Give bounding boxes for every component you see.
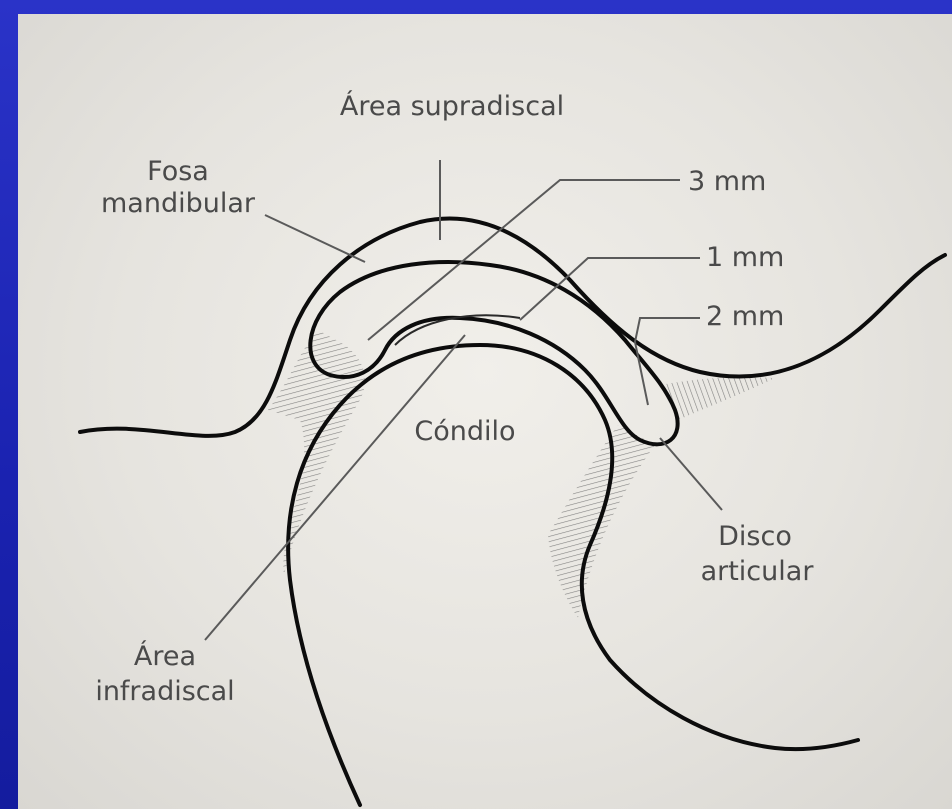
leader-disco-articular: [660, 438, 722, 510]
label-fosa-line1: Fosa: [147, 156, 209, 187]
leader-1mm: [520, 258, 700, 320]
leader-fosa-mandibular: [265, 215, 365, 262]
label-disco-line1: Disco: [718, 521, 792, 552]
label-1mm: 1 mm: [706, 242, 784, 273]
label-area-supradiscal: Área supradiscal: [340, 90, 564, 122]
label-2mm: 2 mm: [706, 301, 784, 332]
label-area-infra-line2: infradiscal: [95, 676, 234, 707]
label-3mm: 3 mm: [688, 166, 766, 197]
label-condilo: Cóndilo: [414, 416, 515, 447]
label-fosa-line2: mandibular: [101, 188, 256, 219]
label-disco-line2: articular: [701, 556, 815, 587]
label-area-infra-line1: Área: [134, 640, 196, 672]
